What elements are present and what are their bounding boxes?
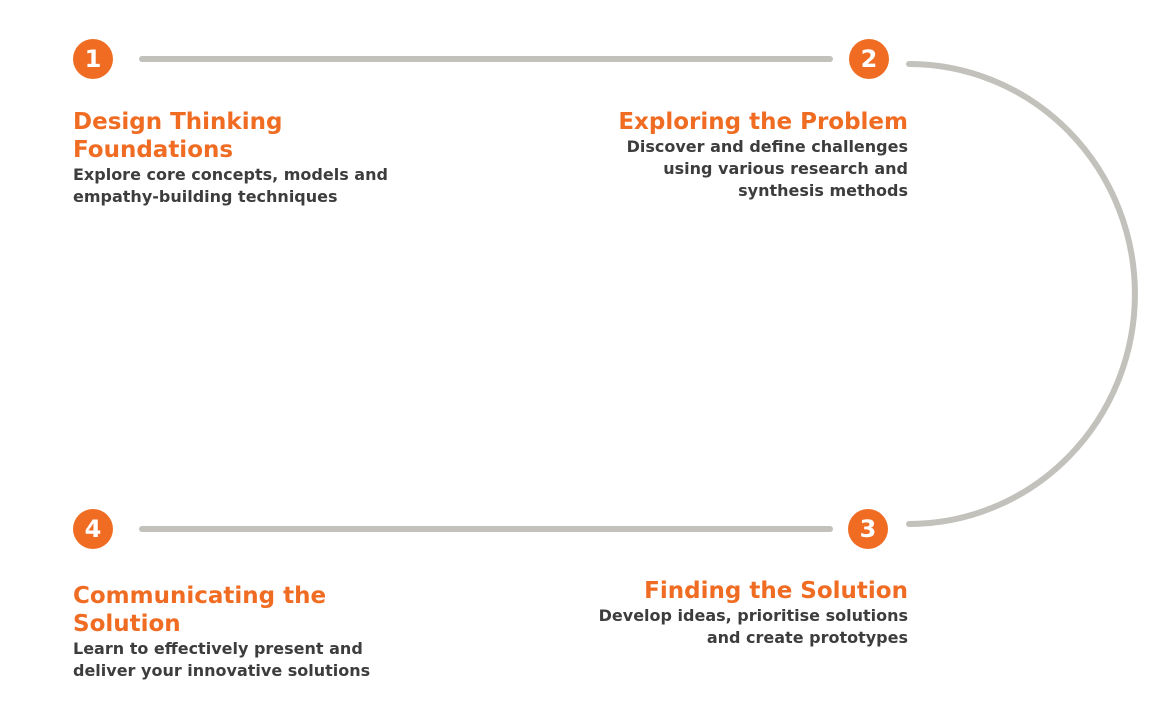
step-4-title: Communicating the Solution [73,583,327,637]
step-3-description: Develop ideas, prioritise solutions and … [598,606,908,647]
step-2-title: Exploring the Problem [618,109,908,135]
step-4-number-badge: 4 [73,509,113,549]
step-2-description: Discover and define challenges using var… [626,137,908,200]
step-3-number-badge: 3 [848,509,888,549]
step-3-title: Finding the Solution [644,578,908,604]
step-1-description: Explore core concepts, models and empath… [73,165,388,206]
step-1-title: Design Thinking Foundations [73,109,283,163]
step-1-number-badge: 1 [73,39,113,79]
step-4-description: Learn to effectively present and deliver… [73,639,371,680]
track-curve-right [906,61,1138,527]
step-2-number-badge: 2 [849,39,889,79]
